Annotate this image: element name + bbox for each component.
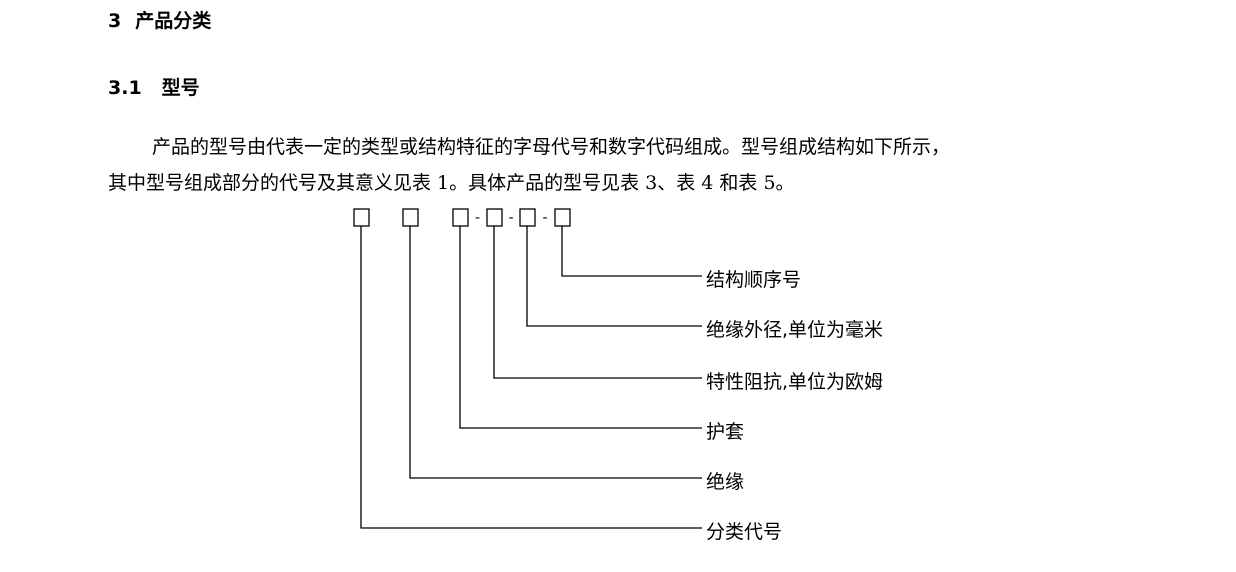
code-box-insulation [402,208,419,227]
subsection-title: 型号 [161,77,200,99]
leader-line-sheath [459,226,702,429]
leader-line-sequence [561,226,702,277]
code-box-impedance [486,208,503,227]
section-title: 产品分类 [135,10,212,32]
separator-1: - [475,210,480,226]
section-heading: 3 产品分类 [108,6,211,33]
leader-line-classification [360,226,702,529]
leader-line-diameter [526,226,702,327]
code-box-classification [353,208,370,227]
separator-2: - [508,210,513,226]
code-box-sequence [554,208,571,227]
subsection-heading: 3.1 型号 [108,73,200,100]
leader-line-insulation [409,226,702,479]
code-box-sheath [452,208,469,227]
label-insulation: 绝缘 [706,471,745,493]
code-box-diameter [519,208,536,227]
leader-line-impedance [493,226,702,379]
paragraph-line-2: 其中型号组成部分的代号及其意义见表 1。具体产品的型号见表 3、表 4 和表 5… [108,172,795,194]
separator-3: - [542,210,547,226]
label-insulation-diameter: 绝缘外径,单位为毫米 [706,319,884,341]
paragraph-line-1: 产品的型号由代表一定的类型或结构特征的字母代号和数字代码组成。型号组成结构如下所… [152,136,951,158]
section-number: 3 [108,10,122,32]
label-characteristic-impedance: 特性阻抗,单位为欧姆 [706,371,884,393]
body-paragraph: 产品的型号由代表一定的类型或结构特征的字母代号和数字代码组成。型号组成结构如下所… [108,129,1208,201]
label-sheath: 护套 [706,421,745,443]
subsection-number: 3.1 [108,77,142,99]
label-classification-code: 分类代号 [706,521,783,543]
label-sequence-number: 结构顺序号 [706,269,802,291]
